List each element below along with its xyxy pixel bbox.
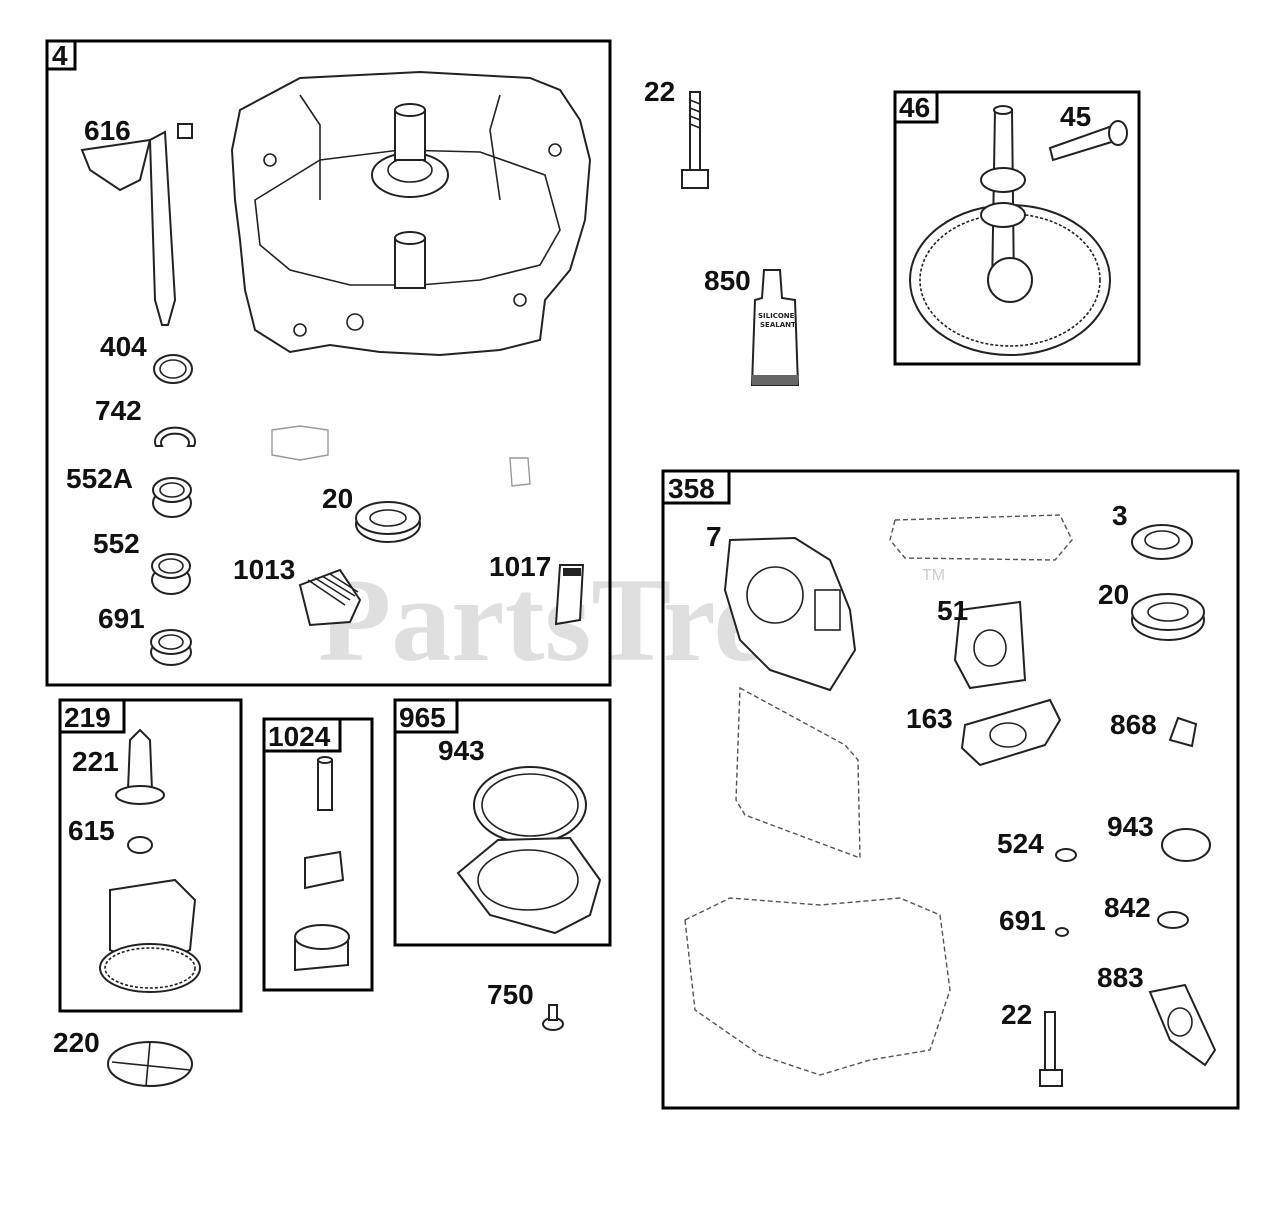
label-404: 404 <box>100 331 147 362</box>
label-221: 221 <box>72 746 119 777</box>
label-3: 3 <box>1112 500 1128 531</box>
cap-220-part <box>107 1041 193 1087</box>
label-45: 45 <box>1060 101 1091 132</box>
seal-691-part <box>150 629 192 666</box>
group-965-tag: 965 <box>399 702 446 733</box>
seal-20-part <box>1131 593 1205 641</box>
label-163: 163 <box>906 703 953 734</box>
label-7: 7 <box>706 521 722 552</box>
label-691-a: 691 <box>98 603 145 634</box>
bolt-22-top-part <box>681 91 709 189</box>
bushing-552-part <box>151 553 191 595</box>
group-1024-tag: 1024 <box>268 721 331 752</box>
group-358-tag: 358 <box>668 473 715 504</box>
head-gasket-7-part <box>723 536 857 692</box>
gear-assembly-part <box>99 878 201 993</box>
group-46-frame: 46 <box>893 90 1141 366</box>
o-ring-943-part <box>1161 828 1211 862</box>
spring-1013-part <box>298 568 362 627</box>
sealant-tube-part: SILICONE SEALANT <box>750 269 800 386</box>
label-691-b: 691 <box>999 905 1046 936</box>
group-46-tag: 46 <box>899 92 930 123</box>
seal-691-b-part <box>1055 927 1069 937</box>
clip-1017-part <box>554 564 585 626</box>
label-883: 883 <box>1097 962 1144 993</box>
governor-shaft-part <box>80 123 193 326</box>
o-ring-842-part <box>1157 911 1189 929</box>
plug-ghost-part <box>271 425 531 487</box>
o-ring-943-a-part <box>473 766 587 844</box>
gasket-large-part <box>735 686 861 860</box>
ring-615-part <box>127 836 153 854</box>
cover-plate-part <box>456 836 602 935</box>
tube-label-line1: SILICONE <box>758 312 795 320</box>
washer-3-part <box>1131 524 1193 560</box>
label-943-a: 943 <box>438 735 485 766</box>
pump-rotor-outer-part <box>294 924 350 972</box>
fitting-868-part <box>1168 716 1198 748</box>
watermark-tm: TM <box>922 567 945 584</box>
oil-seal-20-part <box>355 501 421 543</box>
bolt-22-bottom-part <box>1039 1011 1063 1087</box>
label-220: 220 <box>53 1027 100 1058</box>
group-965-frame: 965 <box>393 698 612 947</box>
clip-742-part <box>154 426 196 447</box>
tube-label-line2: SEALANT <box>760 321 796 329</box>
gasket-51-part <box>953 600 1027 690</box>
o-ring-524-part <box>1055 848 1077 862</box>
label-22-a: 22 <box>644 76 675 107</box>
bushing-552A-part <box>152 477 192 518</box>
label-616: 616 <box>84 115 131 146</box>
screw-750-part <box>542 1004 564 1031</box>
label-615: 615 <box>68 815 115 846</box>
label-742: 742 <box>95 395 142 426</box>
pin-45-part <box>1048 120 1128 162</box>
group-219-tag: 219 <box>64 702 111 733</box>
group-219-frame: 219 <box>58 698 243 1013</box>
label-943-b: 943 <box>1107 811 1154 842</box>
label-51: 51 <box>937 595 968 626</box>
label-552A: 552A <box>66 463 133 494</box>
group-4-frame: 4 <box>45 39 612 687</box>
label-868: 868 <box>1110 709 1157 740</box>
group-4-tag: 4 <box>52 40 68 71</box>
governor-221-part <box>115 728 165 805</box>
pump-shaft-part <box>317 756 333 811</box>
sump-gasket-part <box>684 897 951 1076</box>
label-552: 552 <box>93 528 140 559</box>
label-20-a: 20 <box>322 483 353 514</box>
label-20-b: 20 <box>1098 579 1129 610</box>
label-22-b: 22 <box>1001 999 1032 1030</box>
crankcase-cover-part <box>230 70 592 357</box>
pump-rotor-inner-part <box>304 850 345 890</box>
label-750: 750 <box>487 979 534 1010</box>
gasket-ghost-part <box>889 514 1073 561</box>
callout-labels: 616 404 742 552A 552 691 20 1013 1017 22… <box>53 76 1157 1058</box>
gasket-883-part <box>1148 983 1217 1067</box>
label-1013: 1013 <box>233 554 295 585</box>
group-1024-frame: 1024 <box>262 717 374 992</box>
label-524: 524 <box>997 828 1044 859</box>
label-850: 850 <box>704 265 751 296</box>
label-842: 842 <box>1104 892 1151 923</box>
camshaft-gear-part <box>909 105 1111 356</box>
gasket-163-part <box>960 698 1062 767</box>
group-358-frame: 358 <box>661 469 1240 1110</box>
label-1017: 1017 <box>489 551 551 582</box>
